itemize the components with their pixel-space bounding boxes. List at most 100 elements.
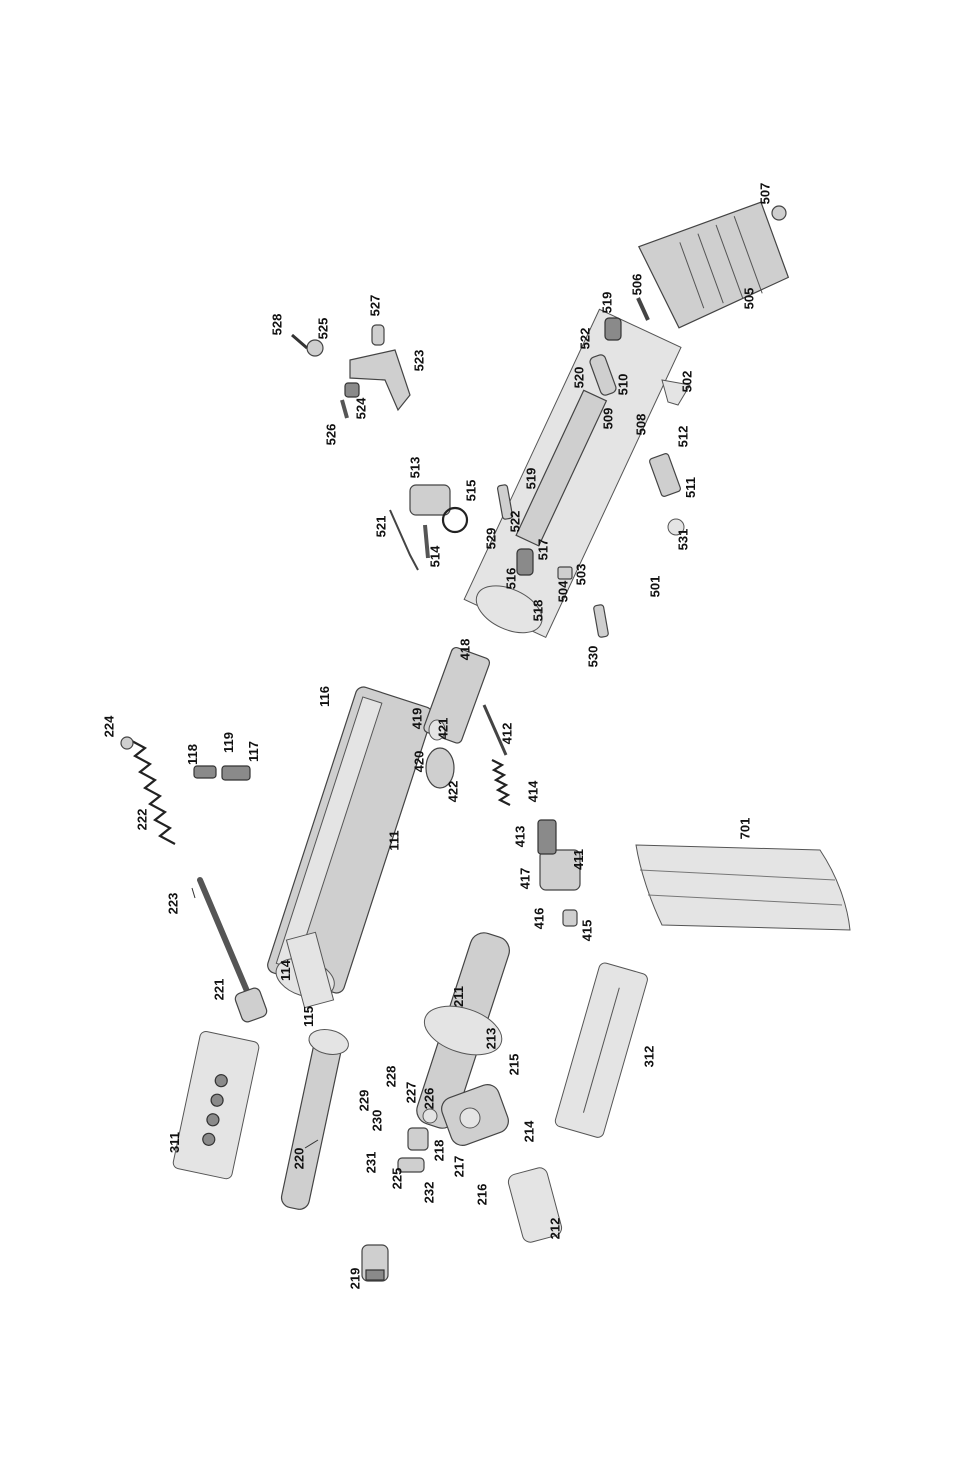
part-701-shape	[635, 844, 851, 931]
part-524-shape	[344, 382, 360, 398]
part-422-shape	[425, 747, 455, 789]
label-503: 503	[573, 563, 589, 586]
part-519-shape	[604, 317, 622, 341]
label-211: 211	[450, 986, 466, 1007]
label-411: 411	[570, 849, 586, 870]
part-513-shape	[409, 484, 451, 516]
label-417: 417	[517, 867, 533, 890]
label-230: 230	[369, 1109, 385, 1132]
label-116: 116	[316, 686, 332, 707]
label-232: 232	[421, 1181, 437, 1204]
label-226: 226	[421, 1087, 437, 1110]
part-516-shape	[516, 548, 534, 576]
label-519: 519	[523, 467, 539, 490]
label-418: 418	[457, 638, 473, 661]
label-216: 216	[474, 1183, 490, 1206]
label-508: 508	[633, 413, 649, 436]
part-214-shape	[441, 1084, 509, 1146]
label-529: 529	[483, 527, 499, 550]
part-221-shape	[197, 877, 268, 1023]
label-214: 214	[521, 1120, 537, 1143]
label-505: 505	[741, 287, 757, 310]
part-511-shape	[649, 453, 681, 497]
label-223: 223	[165, 892, 181, 915]
label-231: 231	[363, 1151, 379, 1174]
label-218: 218	[431, 1139, 447, 1162]
label-215: 215	[506, 1053, 522, 1076]
label-526: 526	[323, 423, 339, 446]
label-523: 523	[411, 349, 427, 372]
part-525-shape	[306, 339, 324, 357]
label-420: 420	[411, 750, 427, 773]
part-523-shape	[349, 349, 411, 412]
part-514-shape	[423, 524, 430, 559]
label-516: 516	[503, 567, 519, 590]
label-531: 531	[675, 528, 691, 551]
label-224: 224	[101, 715, 117, 738]
label-222: 222	[134, 808, 150, 831]
label-229: 229	[356, 1089, 372, 1112]
label-518: 518	[530, 599, 546, 622]
label-506: 506	[629, 273, 645, 296]
label-415: 415	[579, 919, 595, 942]
label-117: 117	[245, 741, 261, 762]
label-312: 312	[641, 1045, 657, 1068]
part-505-shape	[637, 201, 790, 329]
label-528: 528	[269, 313, 285, 336]
label-227: 227	[403, 1081, 419, 1104]
part-411-shape	[537, 819, 581, 891]
part-220-shape	[280, 1029, 349, 1210]
label-217: 217	[451, 1155, 467, 1178]
leader-223	[191, 887, 196, 899]
label-219: 219	[347, 1267, 363, 1290]
label-419: 419	[409, 707, 425, 730]
label-520: 520	[571, 366, 587, 389]
part-527-shape	[371, 324, 385, 346]
label-311: 311	[166, 1132, 182, 1153]
part-531-shape	[667, 518, 685, 536]
label-416: 416	[531, 907, 547, 930]
part-224-shape	[120, 736, 134, 750]
part-412-shape	[482, 704, 508, 756]
part-520-shape	[589, 354, 617, 396]
part-502-shape	[661, 379, 691, 406]
label-502: 502	[679, 370, 695, 393]
label-530: 530	[585, 645, 601, 668]
part-225-shape	[397, 1157, 425, 1173]
part-212-shape	[507, 1167, 563, 1243]
part-528-shape	[291, 333, 308, 350]
label-525: 525	[315, 317, 331, 340]
label-527: 527	[367, 294, 383, 317]
part-419-shape	[428, 719, 446, 741]
part-311-shape	[172, 1031, 260, 1180]
label-513: 513	[407, 456, 423, 479]
part-521-shape	[389, 509, 419, 571]
label-413: 413	[512, 825, 528, 848]
label-414: 414	[525, 780, 541, 803]
label-512: 512	[675, 425, 691, 448]
label-220: 220	[291, 1147, 307, 1170]
part-507-shape	[771, 205, 787, 221]
label-421: 421	[435, 717, 451, 740]
label-511: 511	[682, 477, 698, 498]
label-212: 212	[547, 1217, 563, 1240]
part-219-shape	[361, 1244, 389, 1282]
part-526-shape	[340, 399, 349, 419]
label-225: 225	[389, 1167, 405, 1190]
part-211-shape	[416, 932, 510, 1129]
label-115: 115	[300, 1006, 316, 1027]
part-118-shape	[193, 765, 217, 779]
label-522-upper: 522	[577, 327, 593, 350]
part-226-shape	[422, 1108, 438, 1124]
label-213: 213	[483, 1027, 499, 1050]
label-118: 118	[184, 744, 200, 765]
label-422: 422	[445, 780, 461, 803]
part-504-shape	[557, 566, 573, 580]
label-114: 114	[277, 960, 293, 981]
part-117-shape	[221, 765, 251, 781]
part-506-shape	[636, 297, 650, 321]
label-228: 228	[383, 1065, 399, 1088]
part-530-shape	[593, 604, 609, 638]
